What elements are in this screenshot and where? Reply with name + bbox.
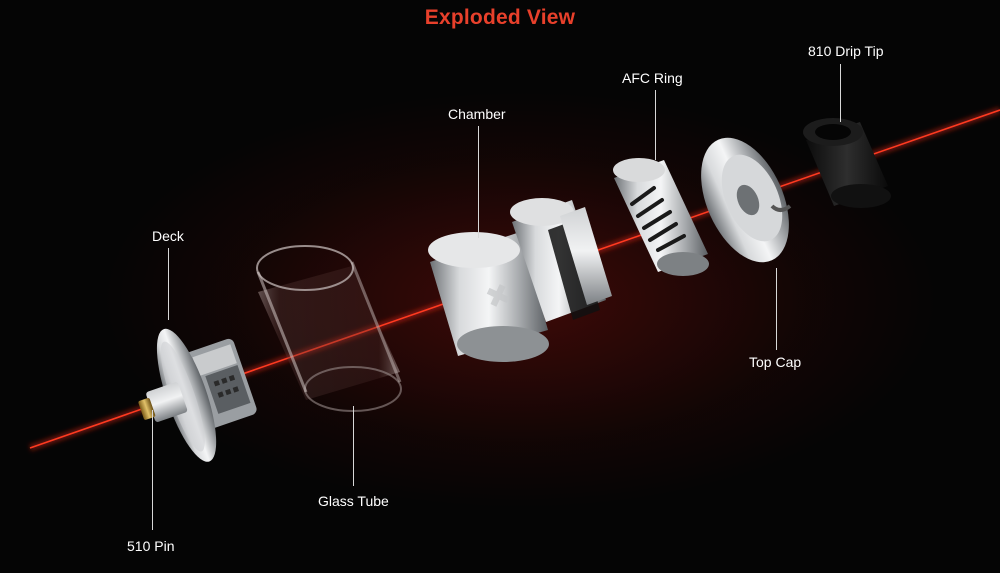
glass-tube-part: [256, 245, 402, 412]
label-glass-tube: Glass Tube: [318, 493, 389, 509]
afc-ring-part: [613, 158, 709, 276]
label-deck: Deck: [152, 228, 184, 244]
label-drip-tip: 810 Drip Tip: [808, 43, 884, 59]
leader-line-drip-tip: [840, 64, 841, 122]
leader-line-deck: [168, 248, 169, 320]
drip-tip-part: [803, 118, 891, 208]
label-pin: 510 Pin: [127, 538, 175, 554]
deck-part: [138, 328, 257, 462]
chamber-part: ✖: [428, 198, 612, 362]
leader-line-afc-ring: [655, 90, 656, 160]
leader-line-chamber: [478, 126, 479, 238]
label-afc-ring: AFC Ring: [622, 70, 683, 86]
label-chamber: Chamber: [448, 106, 506, 122]
diagram-title: Exploded View: [424, 6, 576, 29]
leader-line-glass-tube: [353, 406, 354, 486]
label-top-cap: Top Cap: [749, 354, 802, 370]
top-cap-part: [701, 137, 792, 263]
leader-line-top-cap: [776, 268, 777, 350]
leader-line-pin: [152, 410, 153, 530]
